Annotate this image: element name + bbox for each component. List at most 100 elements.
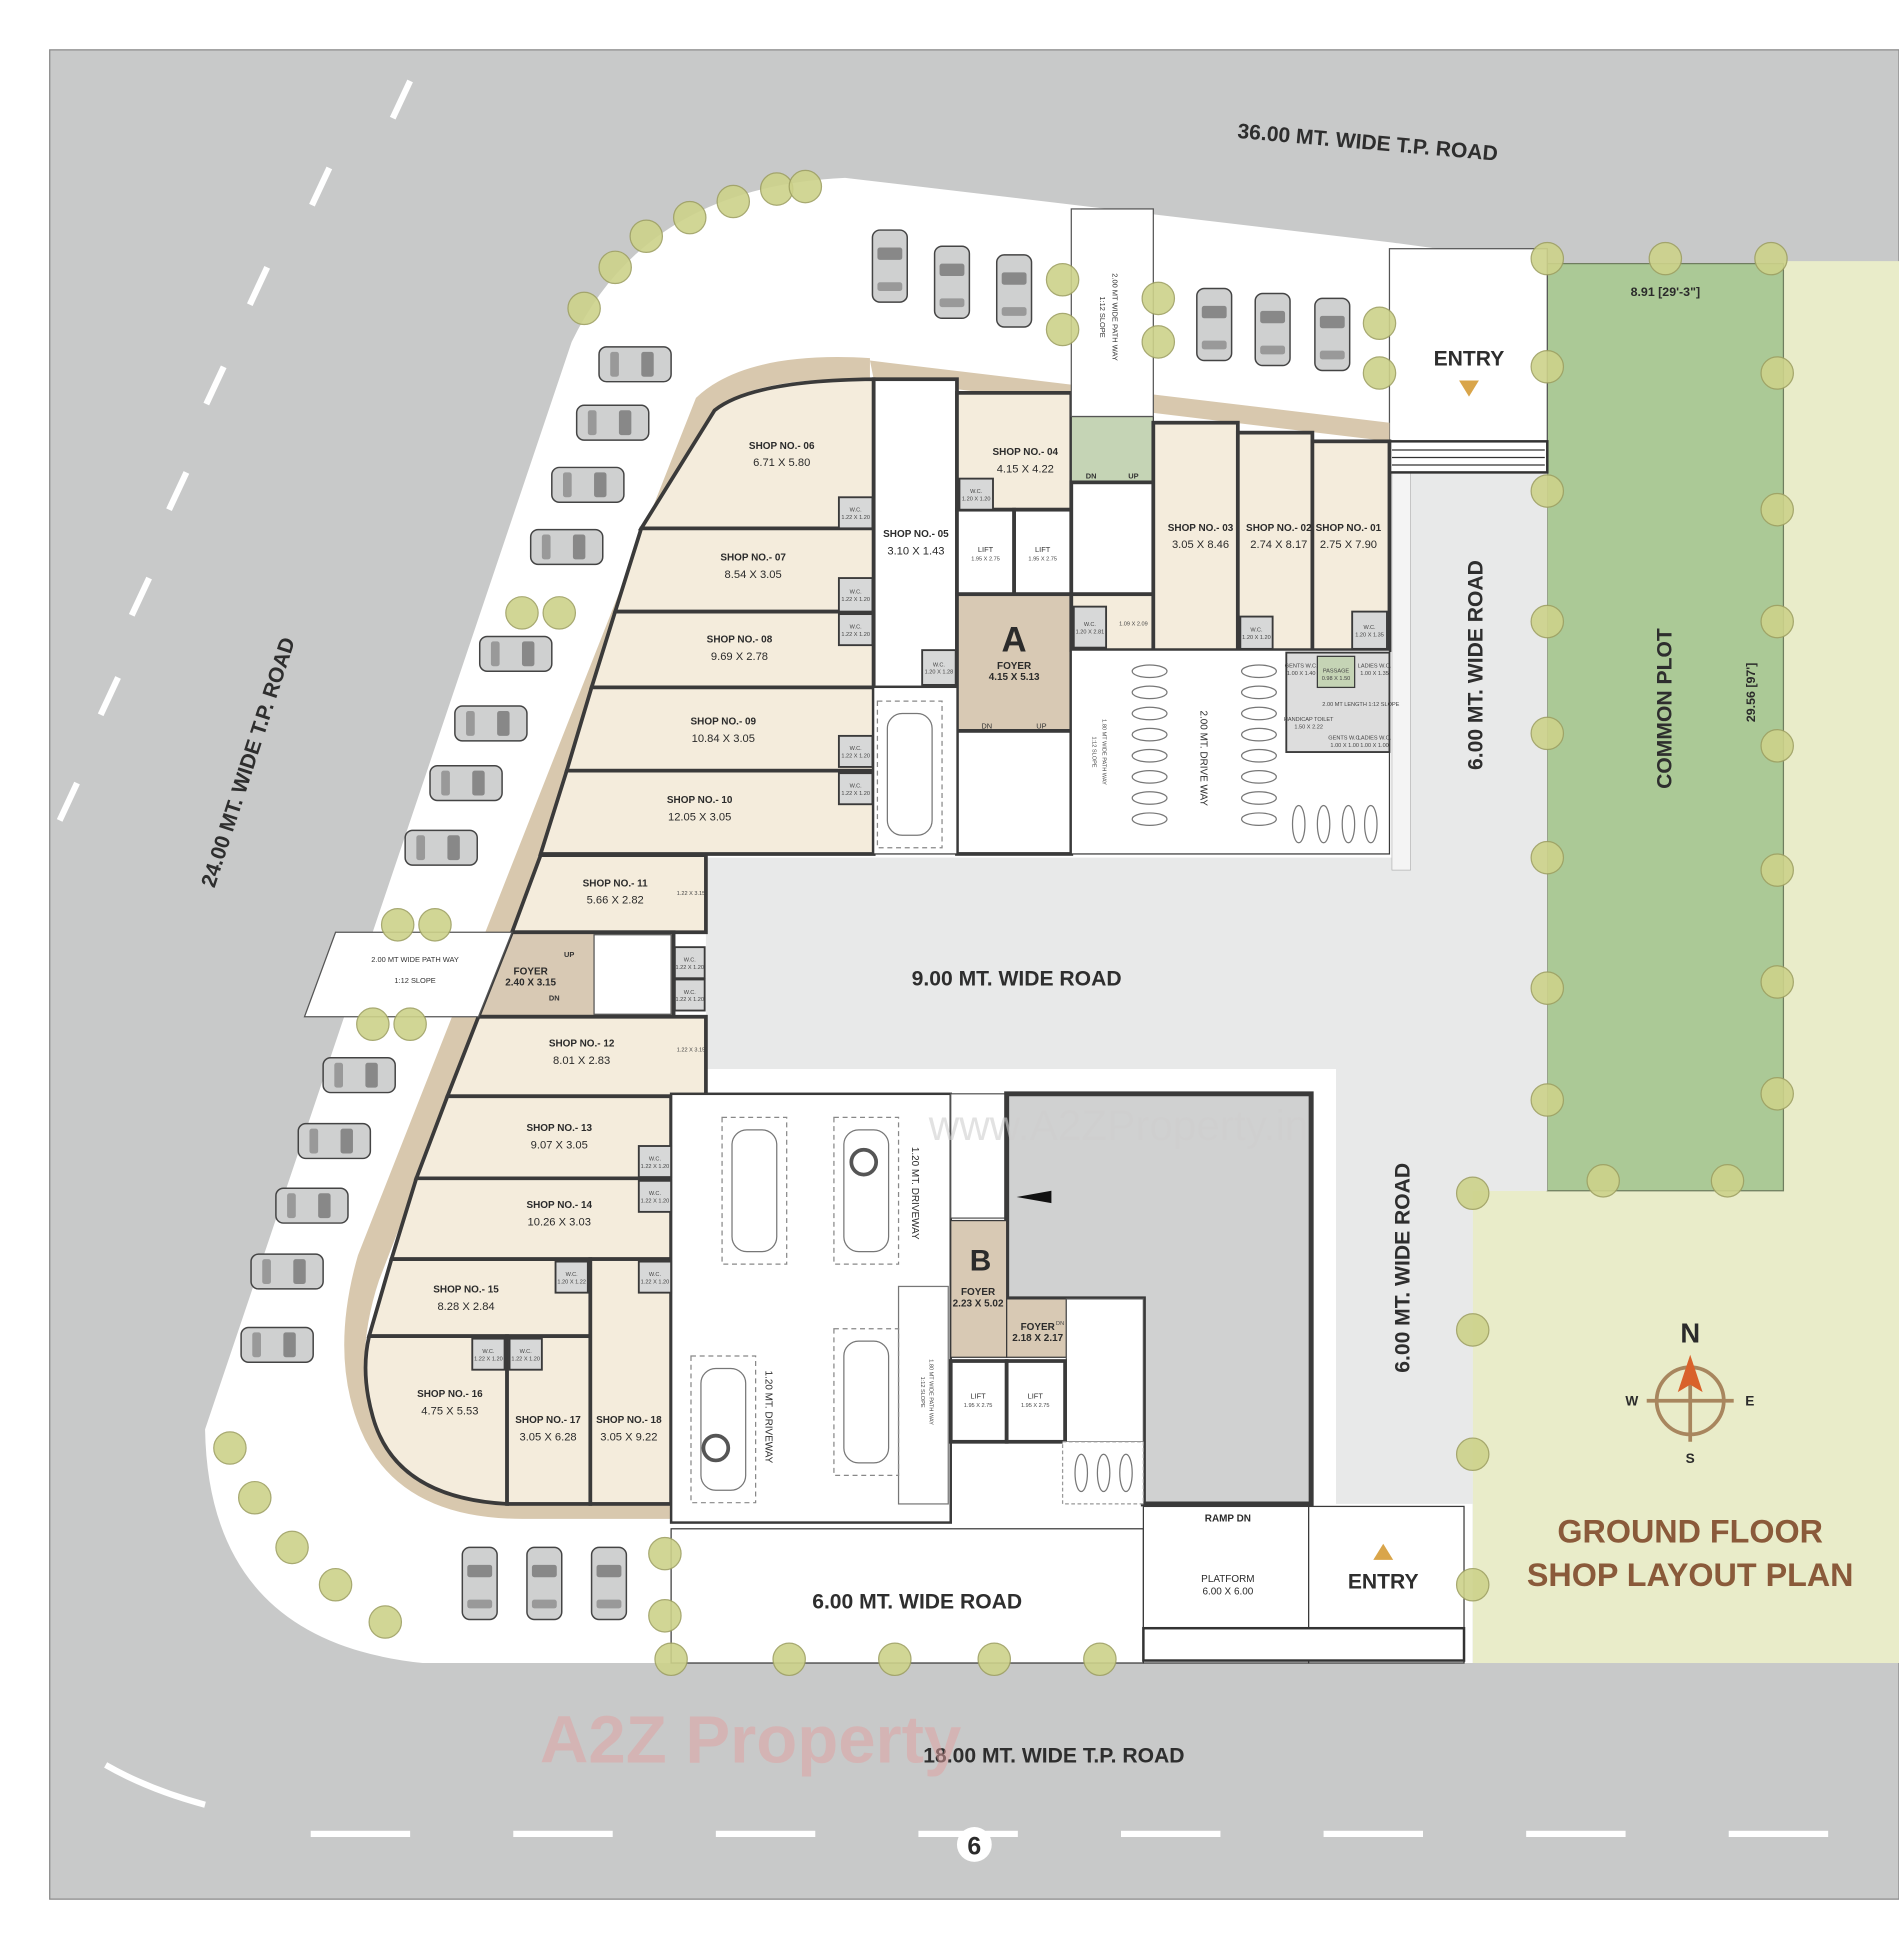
shop-08[interactable] bbox=[589, 609, 876, 690]
shop-18[interactable] bbox=[588, 1257, 673, 1506]
wc-room bbox=[673, 978, 706, 1012]
common-plot-length: 29.56 [97'] bbox=[1744, 663, 1758, 723]
wc-label: W.C. bbox=[566, 1272, 579, 1278]
stair-side-dn: DN bbox=[549, 994, 560, 1003]
lane-dash bbox=[715, 1830, 816, 1838]
shop-13[interactable] bbox=[413, 1094, 673, 1181]
road-label-center: 9.00 MT. WIDE ROAD bbox=[912, 968, 1122, 991]
two-wheeler-icon bbox=[1240, 748, 1277, 763]
bottom-inner-road bbox=[670, 1528, 1144, 1664]
wc-group: W.C.1.22 X 1.20W.C.1.22 X 1.20W.C.1.22 X… bbox=[471, 477, 1388, 1371]
open-land-right bbox=[1783, 261, 1899, 1194]
shop-11[interactable] bbox=[509, 853, 708, 935]
parked-car-icon bbox=[575, 404, 650, 441]
shop-09[interactable] bbox=[564, 685, 876, 773]
tree-icon bbox=[1760, 729, 1794, 763]
tree-icon bbox=[672, 200, 707, 235]
two-wheeler-icon bbox=[1131, 706, 1168, 721]
tree-icon bbox=[1530, 604, 1565, 639]
internal-roads bbox=[705, 472, 1548, 1504]
wc-label: W.C. bbox=[1364, 625, 1377, 631]
rooms bbox=[303, 208, 1466, 1664]
two-wheeler-icon bbox=[1240, 812, 1277, 826]
wc-room bbox=[837, 577, 874, 613]
tree-icon bbox=[1530, 1083, 1565, 1117]
foyer-a-size: 4.15 X 5.13 bbox=[989, 672, 1040, 683]
driveway-b1-label: 1.20 MT. DRIVEWAY bbox=[909, 1147, 920, 1240]
parked-car-icon bbox=[529, 528, 604, 566]
parked-car-icon bbox=[598, 346, 672, 383]
compass-e: E bbox=[1745, 1394, 1754, 1409]
accessible-parking-icon bbox=[701, 1433, 731, 1463]
wc-room bbox=[1239, 615, 1274, 650]
entry-gate-bottom[interactable] bbox=[1142, 1626, 1466, 1662]
two-wheeler-icon bbox=[1131, 748, 1168, 763]
two-wheeler-parking-b bbox=[1061, 1441, 1144, 1505]
gents-wc2-size: 1.00 X 1.00 bbox=[1330, 743, 1359, 749]
wc-label: W.C. bbox=[649, 1156, 662, 1162]
shop-02[interactable] bbox=[1235, 430, 1315, 652]
tree-icon bbox=[1760, 965, 1794, 999]
tree-icon bbox=[977, 1642, 1012, 1677]
tree-icon bbox=[1455, 1567, 1490, 1602]
lane-dash bbox=[309, 166, 333, 207]
wc-room bbox=[637, 1179, 673, 1213]
shop-size: 3.05 X 6.28 bbox=[519, 1432, 576, 1444]
two-wheeler-icon bbox=[1131, 727, 1168, 742]
stair-a2-up: UP bbox=[1128, 472, 1138, 481]
stair-side-up: UP bbox=[564, 950, 574, 959]
shop-size: 5.66 X 2.82 bbox=[587, 895, 644, 907]
two-wheeler-icon bbox=[1240, 685, 1277, 700]
tree-icon bbox=[1760, 1077, 1794, 1111]
parking-bay-car-icon bbox=[721, 1116, 788, 1265]
shop-name: SHOP NO.- 04 bbox=[993, 447, 1059, 458]
ladies-wc-size: 1.00 X 1.35 bbox=[1360, 671, 1389, 677]
lane-markings bbox=[56, 79, 1829, 1838]
tree-icon bbox=[356, 1007, 390, 1041]
shop-size: 8.01 X 2.83 bbox=[553, 1055, 610, 1067]
north-arrow-icon bbox=[1677, 1354, 1703, 1393]
shop-name: SHOP NO.- 13 bbox=[526, 1123, 592, 1134]
footpath bbox=[1391, 472, 1411, 871]
wc-label: W.C. bbox=[850, 746, 863, 752]
tree-icon bbox=[1141, 281, 1176, 316]
tree-icon bbox=[380, 908, 415, 942]
wc-size: 1.22 X 1.20 bbox=[841, 791, 870, 797]
watermark-logo: A2Z Property bbox=[540, 1702, 961, 1777]
shop-size: 6.71 X 5.80 bbox=[753, 457, 810, 469]
shop-name: SHOP NO.- 18 bbox=[596, 1415, 662, 1426]
parked-car-icon bbox=[461, 1546, 498, 1621]
tree-icon bbox=[1530, 474, 1565, 508]
parked-car-icon bbox=[551, 466, 625, 503]
wc-label: W.C. bbox=[933, 662, 946, 668]
parking-bay-car-icon bbox=[690, 1355, 757, 1504]
shop-16[interactable] bbox=[363, 1334, 509, 1506]
stair-a-upper bbox=[1069, 480, 1156, 597]
wc-size: 1.22 X 1.20 bbox=[641, 1199, 670, 1205]
shop-size: 8.28 X 2.84 bbox=[437, 1301, 494, 1313]
wc-size: 1.22 X 1.20 bbox=[841, 632, 870, 638]
parked-car-icon bbox=[297, 1122, 372, 1160]
inner-pathway-slope: 1:12 SLOPE bbox=[1090, 737, 1096, 768]
parking-bay-car-icon bbox=[833, 1328, 900, 1476]
tree-icon bbox=[598, 250, 632, 285]
wc-room bbox=[673, 946, 706, 980]
driveway-label: 2.00 MT. DRIVE WAY bbox=[1198, 710, 1209, 806]
shop-03[interactable] bbox=[1151, 420, 1240, 652]
shop-name: SHOP NO.- 05 bbox=[883, 529, 949, 540]
tree-icon bbox=[505, 596, 539, 630]
foyer-b-size: 2.23 X 5.02 bbox=[953, 1298, 1004, 1309]
lane-dash bbox=[1728, 1830, 1829, 1838]
shop-size: 3.05 X 9.22 bbox=[600, 1432, 657, 1444]
common-plot bbox=[1546, 262, 1785, 1192]
parked-car-icon bbox=[590, 1546, 628, 1621]
wc-room bbox=[837, 772, 874, 806]
top-pathway-label: 2.00 MT WIDE PATH WAY bbox=[1110, 273, 1119, 361]
wc-room bbox=[1351, 610, 1388, 650]
shop-size: 4.15 X 4.22 bbox=[997, 463, 1054, 475]
tree-icon bbox=[1530, 840, 1565, 875]
shop-05[interactable] bbox=[871, 377, 959, 690]
two-wheeler-icon bbox=[1291, 804, 1306, 844]
wc-label: W.C. bbox=[1084, 622, 1097, 628]
parked-car-icon bbox=[995, 254, 1033, 328]
